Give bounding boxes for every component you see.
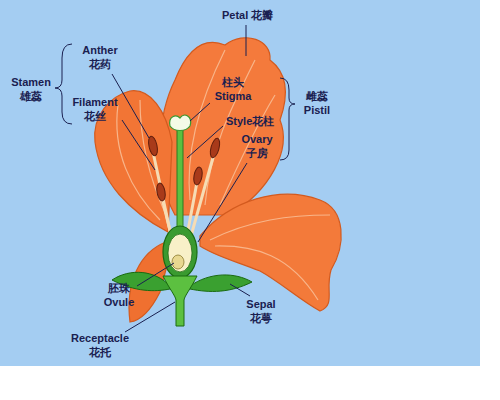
sepal-shape: [190, 275, 252, 292]
part-label: Receptacle 花托: [66, 332, 134, 360]
part-label: Filament 花丝: [66, 96, 124, 124]
bracket: [55, 44, 72, 124]
petal-vein: [189, 50, 275, 205]
bracket: [280, 78, 295, 160]
stigma-shape: [170, 115, 191, 130]
part-label: Petal 花瓣: [222, 9, 273, 23]
style-shape: [177, 130, 183, 235]
ovary-shape: [163, 226, 197, 278]
ovule-shape: [172, 255, 184, 269]
background-panel: [0, 0, 480, 366]
part-label: 雌蕊 Pistil: [296, 90, 338, 118]
ovary-cavity: [168, 234, 192, 272]
part-label: Sepal 花萼: [240, 298, 282, 326]
part-label: Stamen 雄蕊: [6, 76, 56, 104]
receptacle-shape: [163, 276, 197, 326]
part-label: Style花柱: [226, 115, 274, 129]
anther-shape: [147, 135, 221, 201]
part-label: Anther 花药: [78, 44, 122, 72]
part-label: Ovary 子房: [236, 133, 278, 161]
petal-vein: [117, 100, 166, 220]
part-label: 胚珠 Ovule: [98, 282, 140, 310]
part-label: 柱头 Stigma: [210, 76, 256, 104]
leader-line: [112, 25, 250, 332]
petal-shape: [200, 194, 341, 311]
petal-shape: [95, 91, 172, 232]
